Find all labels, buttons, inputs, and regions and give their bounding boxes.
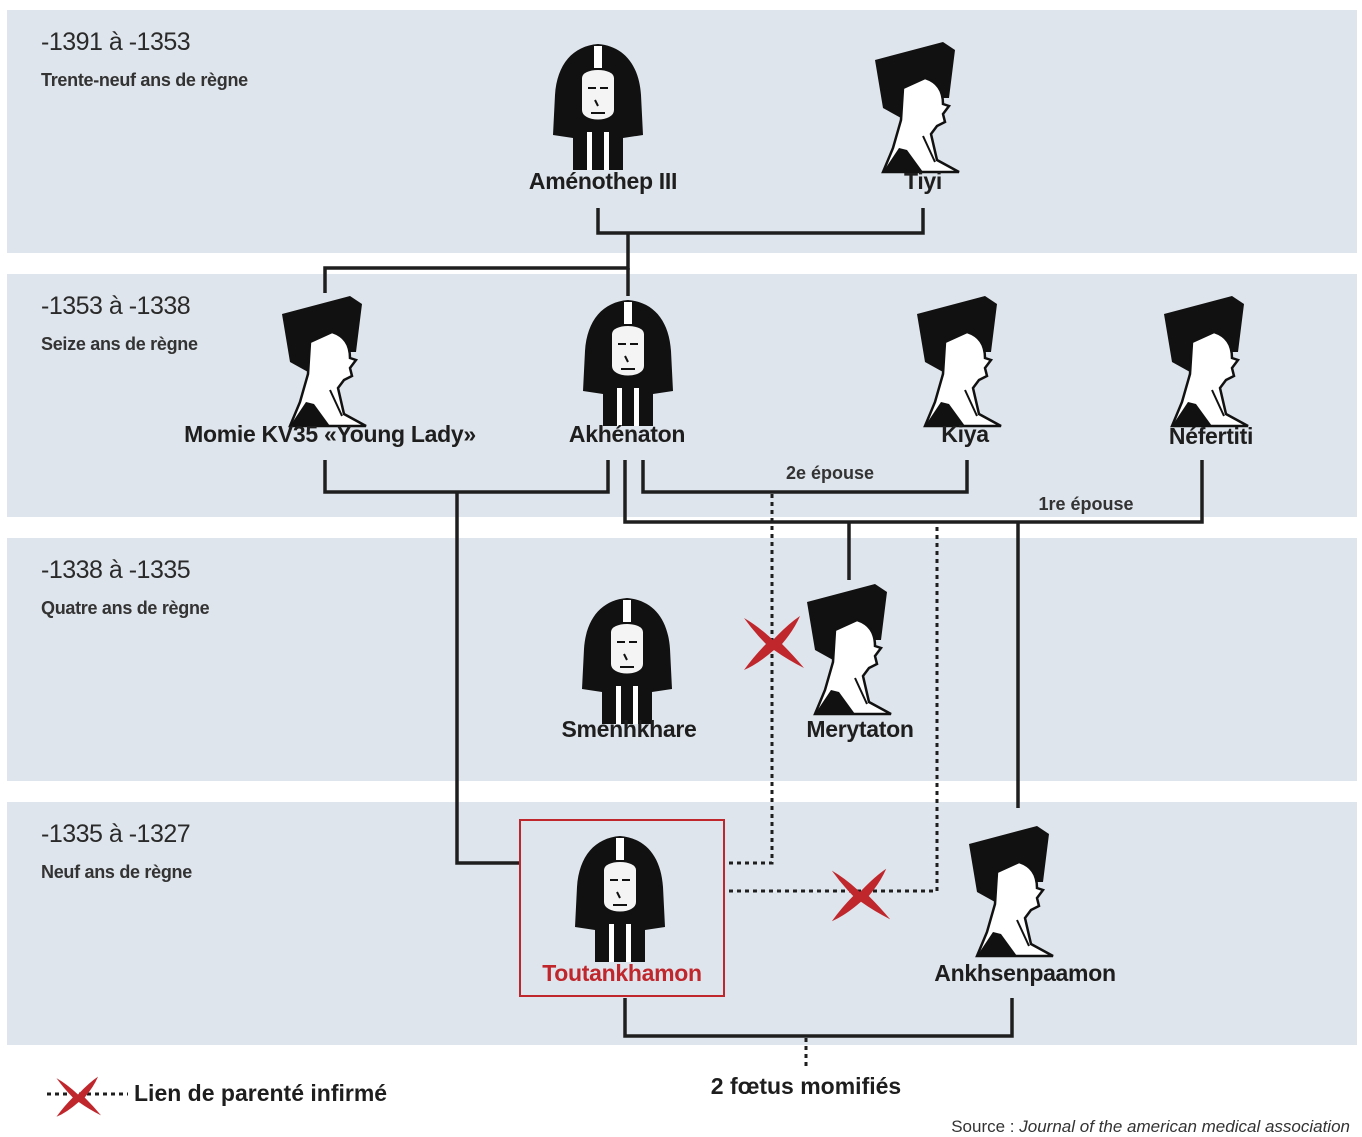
- name-merytaton: Merytaton: [806, 716, 914, 742]
- pharaoh-head-icon: [572, 594, 682, 734]
- descent-line-gen1: [323, 233, 630, 293]
- reign-label: Seize ans de règne: [41, 334, 198, 354]
- pharaoh-head-icon: [565, 832, 675, 972]
- name-ankhsenpaamon: Ankhsenpaamon: [934, 960, 1116, 986]
- name-akhenaton: Akhénaton: [568, 421, 686, 447]
- source-name: Journal of the american medical associat…: [1019, 1117, 1350, 1136]
- red-x-mark-icon: [744, 616, 804, 670]
- pharaoh-head-icon: [573, 296, 683, 436]
- name-young-lady: Momie KV35 «Young Lady»: [184, 421, 476, 447]
- queen-profile-icon: [270, 292, 380, 432]
- note-second-wife: 2e épouse: [785, 463, 875, 483]
- name-kiya: Kiya: [941, 421, 989, 447]
- queen-profile-icon: [1152, 292, 1262, 432]
- name-nefertiti: Néfertiti: [1168, 423, 1254, 449]
- source-credit: Source : Journal of the american medical…: [951, 1117, 1350, 1137]
- name-tiyi: Tiyi: [903, 168, 943, 194]
- queen-profile-icon: [795, 580, 905, 720]
- generation-band-2: -1353 à -1338 Seize ans de règne: [7, 274, 1357, 517]
- generation-band-1: -1391 à -1353 Trente-neuf ans de règne: [7, 10, 1357, 253]
- period-label: -1338 à -1335: [41, 556, 191, 584]
- reign-label: Trente-neuf ans de règne: [41, 70, 248, 90]
- toutankhamon-highlight-box: [519, 819, 725, 997]
- couple-line-amenothep-tiyi: [596, 208, 925, 235]
- legend-red-x-mark-icon: [56, 1076, 102, 1117]
- name-smenkhkare: Smenhkhare: [561, 716, 697, 742]
- queen-profile-icon: [905, 292, 1015, 432]
- legend-label: Lien de parenté infirmé: [134, 1080, 388, 1106]
- queen-profile-icon: [863, 38, 973, 178]
- couple-line-akhenaton-kiya: [641, 460, 969, 494]
- queen-profile-icon: [957, 822, 1067, 962]
- red-x-mark-icon: [831, 868, 891, 922]
- name-toutankhamon: Toutankhamon: [542, 960, 702, 986]
- period-label: -1353 à -1338: [41, 292, 191, 320]
- generation-band-4: -1335 à -1327 Neuf ans de règne: [7, 802, 1357, 1045]
- couple-line-toutankhamon-ankhsenpaamon: [623, 998, 1014, 1038]
- pharaoh-head-icon: [543, 40, 653, 180]
- dotted-line-nefertiti-toutankhamon: [726, 527, 939, 893]
- reign-label: Quatre ans de règne: [41, 598, 210, 618]
- couple-line-youngLady-akhenaton: [323, 460, 610, 494]
- couple-line-akhenaton-nefertiti: [623, 460, 1204, 524]
- dotted-line-kiya-toutankhamon: [726, 494, 774, 865]
- name-amenothep: Aménothep III: [528, 168, 678, 194]
- generation-band-3: -1338 à -1335 Quatre ans de règne: [7, 538, 1357, 781]
- reign-label: Neuf ans de règne: [41, 862, 192, 882]
- note-first-wife: 1re épouse: [1038, 494, 1134, 514]
- descent-line-toutankhamon: [455, 492, 520, 865]
- period-label: -1335 à -1327: [41, 820, 191, 848]
- note-foetus: 2 fœtus momifiés: [710, 1073, 902, 1099]
- period-label: -1391 à -1353: [41, 28, 191, 56]
- source-prefix: Source :: [951, 1117, 1020, 1136]
